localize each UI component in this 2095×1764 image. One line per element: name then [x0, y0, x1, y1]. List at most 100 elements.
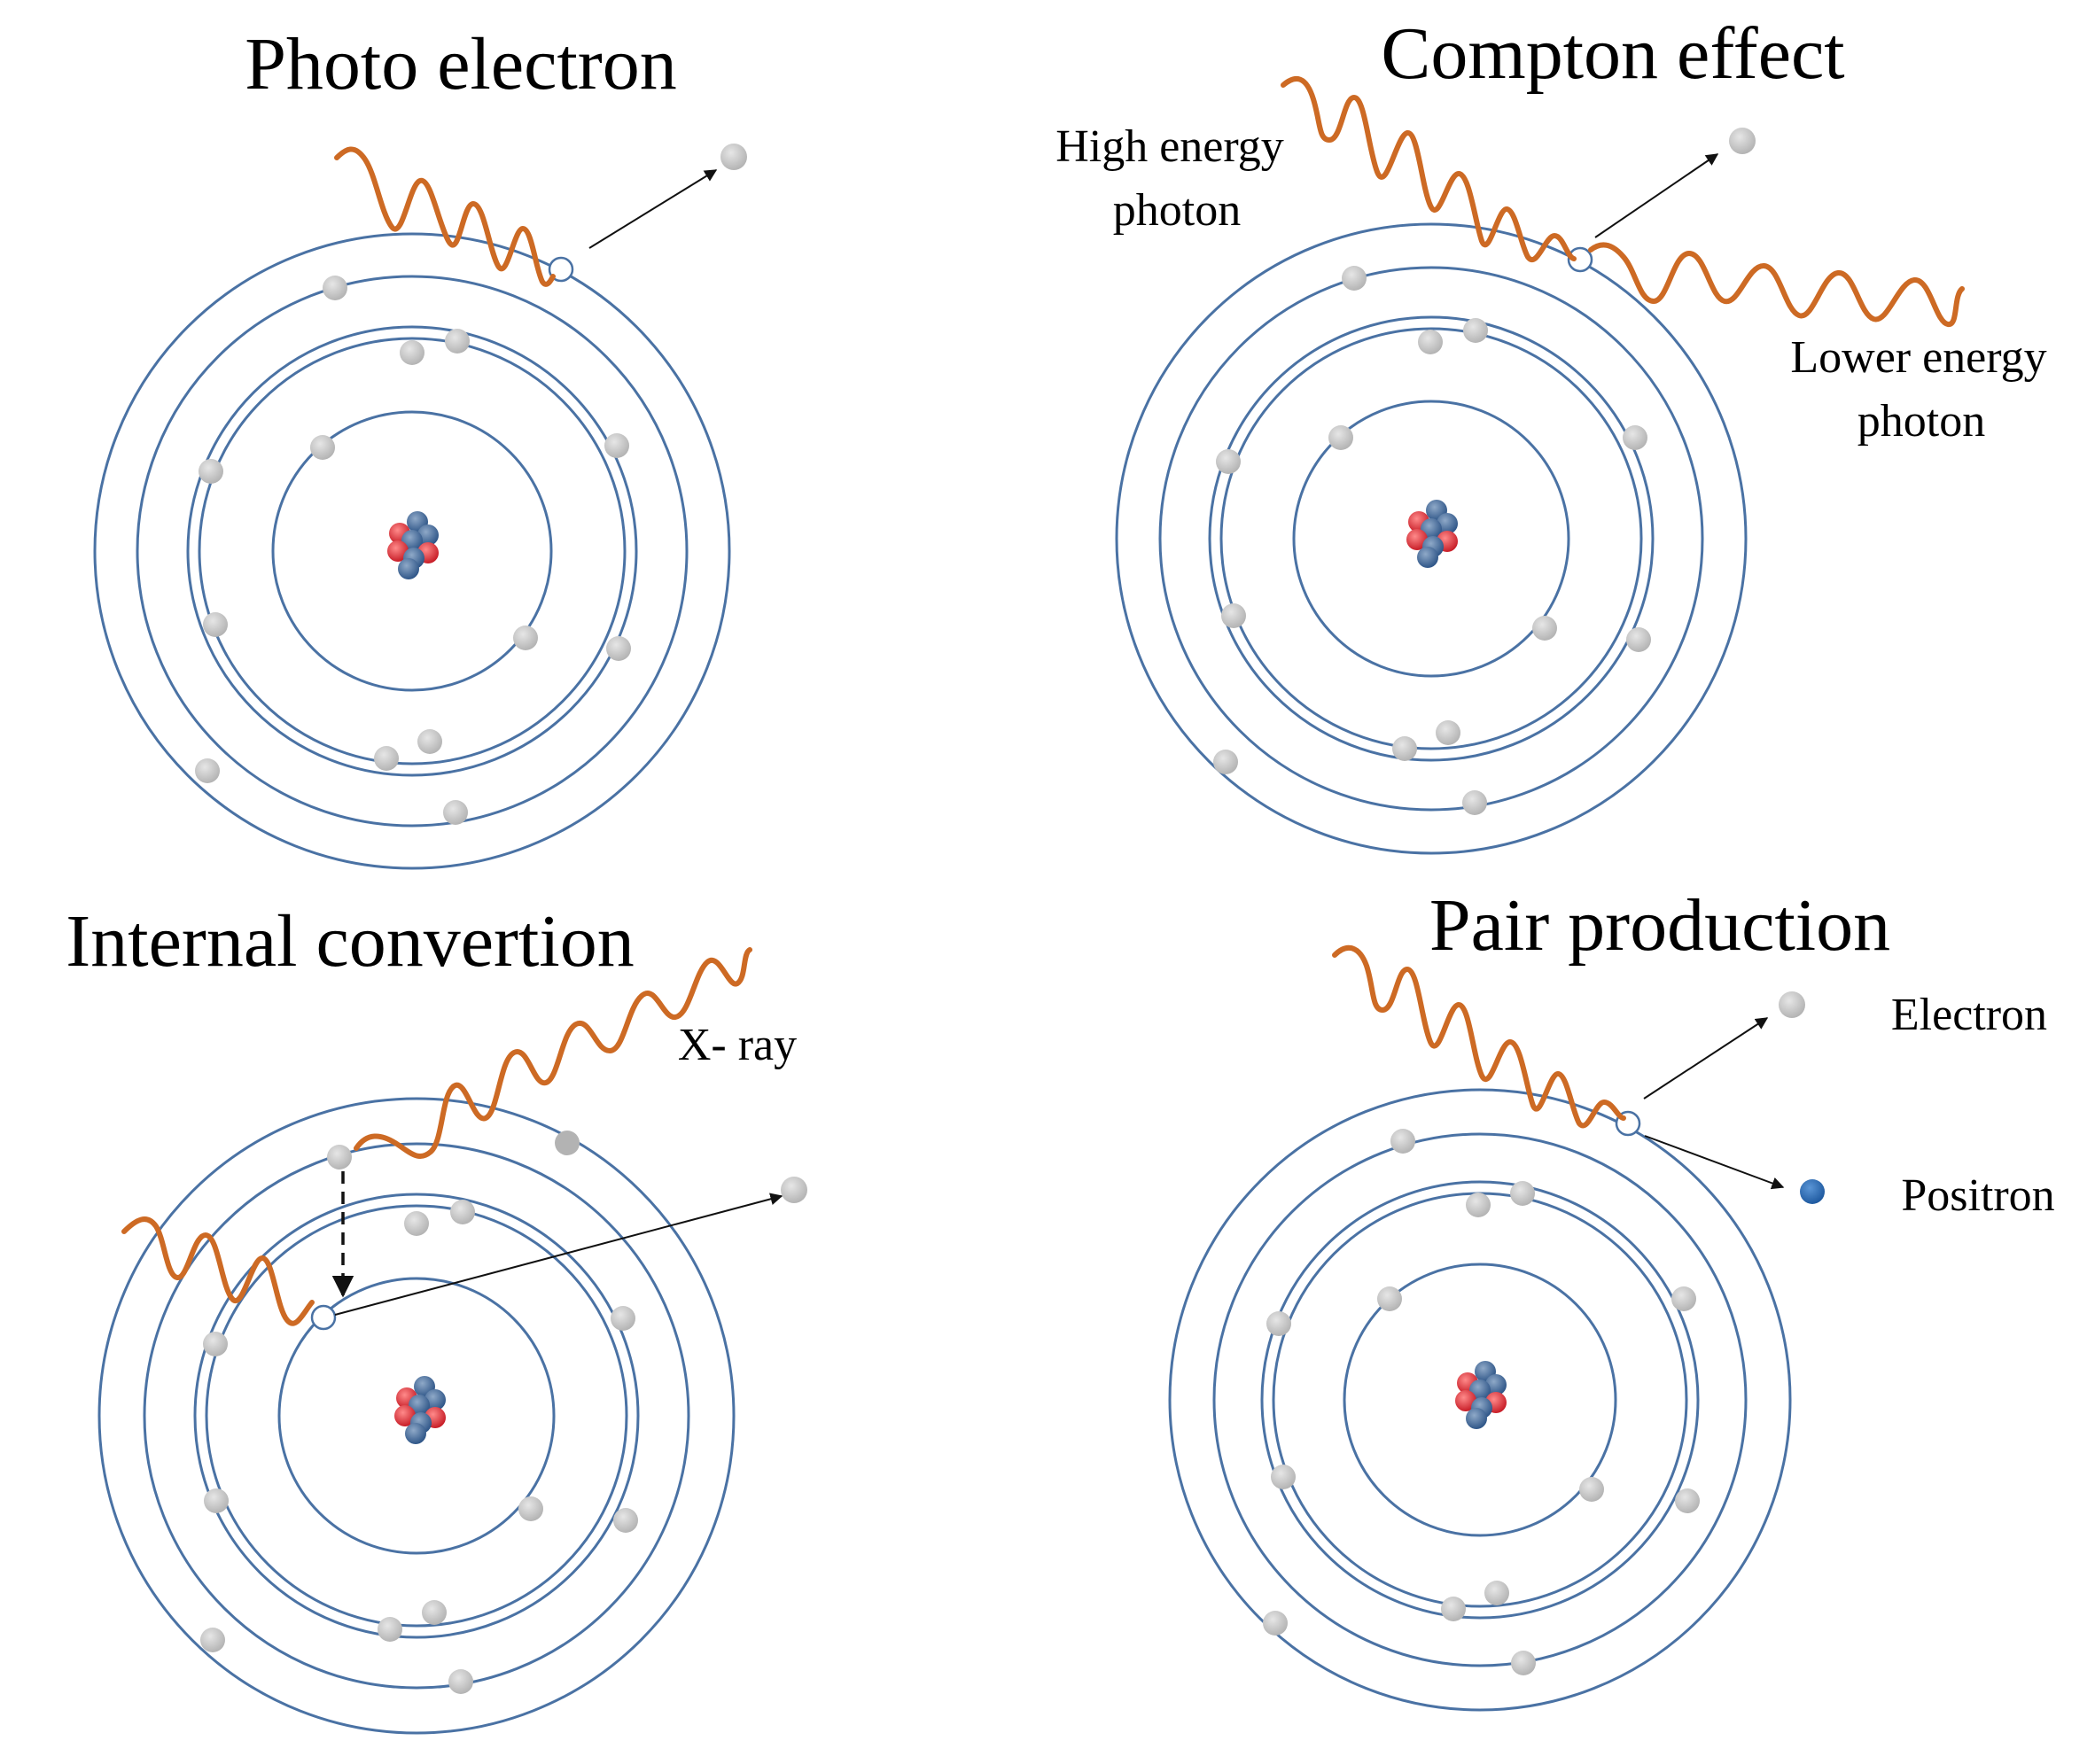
electron — [1342, 266, 1367, 291]
electron — [1377, 1286, 1402, 1311]
orbit-2b — [1219, 327, 1643, 750]
orbit-3 — [143, 1142, 690, 1690]
electrons — [1263, 1129, 1700, 1675]
label-positron: Positron — [1901, 1170, 2054, 1221]
recoil-electron — [1729, 128, 1756, 154]
electron — [374, 746, 399, 771]
panel-pair-production: Pair production Electron Positron — [1168, 884, 2055, 1712]
electron — [448, 1669, 473, 1694]
orbit-2a — [193, 1193, 640, 1639]
electron — [613, 1508, 638, 1533]
orbit-inner — [1292, 400, 1570, 678]
label-high-energy: High energy — [1055, 121, 1284, 172]
electron — [450, 1200, 475, 1224]
electron — [1671, 1286, 1696, 1311]
electron — [555, 1131, 580, 1155]
electron — [1216, 449, 1241, 474]
electron — [1532, 616, 1557, 641]
orbit-3 — [1158, 266, 1704, 812]
atom — [1168, 1088, 1792, 1712]
panel-internal-convertion: Internal convertion X- ray — [66, 900, 807, 1735]
electron — [203, 612, 228, 637]
x-ray-wave — [354, 947, 752, 1159]
produced-electron — [1779, 991, 1805, 1018]
incoming-photon-wave — [334, 146, 556, 287]
panel-photo-electron: Photo electron — [93, 23, 747, 870]
electrons — [195, 276, 631, 825]
atom — [1115, 222, 1748, 855]
electron — [404, 1211, 429, 1236]
orbit-outer — [1115, 222, 1748, 855]
orbit-outer — [93, 232, 731, 870]
orbit-3 — [136, 275, 689, 828]
scattered-photon-wave — [1588, 242, 1965, 327]
electron — [1463, 318, 1488, 343]
label-photon-out: photon — [1857, 396, 1985, 447]
vacancy — [1567, 246, 1593, 273]
positron-arrow — [1644, 1135, 1785, 1190]
conversion-electron-arrow — [334, 1193, 783, 1316]
electron — [445, 329, 470, 354]
electron — [378, 1617, 402, 1642]
electron — [1221, 603, 1246, 628]
electron — [611, 1306, 635, 1331]
panel-title: Photo electron — [245, 23, 677, 105]
electron — [1675, 1488, 1700, 1513]
orbit-3 — [1212, 1132, 1748, 1667]
ejection-arrow — [1594, 153, 1719, 238]
electron — [1579, 1477, 1604, 1502]
electron — [1328, 425, 1353, 450]
conversion-electron — [781, 1177, 807, 1203]
orbit-inner — [1343, 1263, 1617, 1537]
electron — [1390, 1129, 1415, 1154]
panel-compton-effect: Compton effect High energy photon Lower … — [1055, 12, 2047, 855]
panel-title: Compton effect — [1381, 12, 1844, 95]
electron — [1511, 1651, 1536, 1675]
electron — [606, 636, 631, 661]
orbit-2b — [205, 1204, 628, 1628]
orbit-inner — [277, 1277, 556, 1555]
electron — [1441, 1597, 1466, 1621]
electron — [327, 1145, 352, 1170]
electron — [1623, 425, 1647, 450]
electron — [1271, 1465, 1296, 1489]
electron — [1418, 330, 1443, 354]
electron — [200, 1628, 225, 1652]
orbit-2b — [198, 337, 627, 765]
produced-positron — [1800, 1179, 1825, 1204]
nucleus — [394, 1376, 446, 1444]
ejected-electron — [720, 144, 747, 170]
label-electron: Electron — [1891, 990, 2047, 1040]
electron — [1510, 1181, 1535, 1206]
electron — [1462, 790, 1487, 815]
gamma-wave — [121, 1216, 315, 1326]
electron — [422, 1600, 447, 1625]
panel-title: Internal convertion — [66, 900, 634, 983]
nucleus — [1406, 500, 1458, 568]
electron — [1263, 1611, 1288, 1636]
electron — [513, 626, 538, 650]
label-photon-in: photon — [1113, 185, 1241, 236]
orbit-outer — [97, 1097, 736, 1735]
atom — [93, 232, 731, 870]
orbit-outer — [1168, 1088, 1792, 1712]
nucleus — [387, 511, 439, 579]
electron — [518, 1496, 543, 1521]
label-x-ray: X- ray — [678, 1020, 797, 1070]
electron — [1484, 1581, 1509, 1605]
electron — [1392, 736, 1417, 761]
electron — [199, 459, 223, 484]
electron — [417, 729, 442, 754]
electrons — [1213, 266, 1651, 815]
electron-arrow — [1643, 1017, 1769, 1100]
electron — [443, 800, 468, 825]
incoming-photon-wave — [1281, 75, 1577, 262]
electron — [1436, 720, 1460, 745]
electron — [400, 340, 424, 365]
orbit-inner — [271, 410, 553, 692]
electron — [310, 435, 335, 460]
panel-title: Pair production — [1429, 884, 1890, 967]
electron — [203, 1332, 228, 1356]
orbit-2a — [186, 325, 638, 777]
